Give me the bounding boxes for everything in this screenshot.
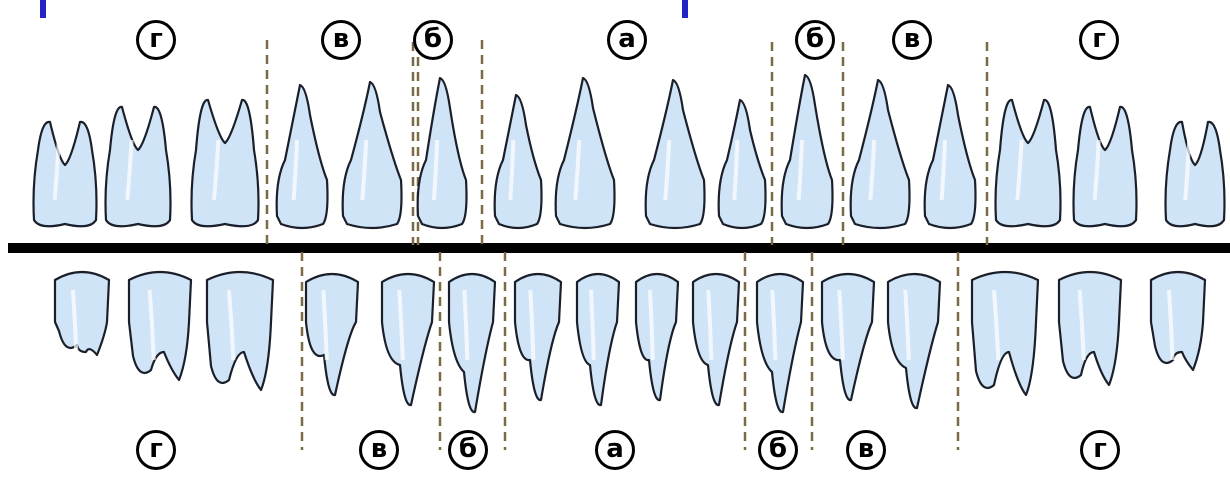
lower-premolar-tooth	[306, 274, 358, 395]
bottom-label-v-right: в	[846, 430, 886, 470]
upper-canine-tooth	[418, 78, 467, 228]
upper-molar-tooth	[34, 122, 97, 226]
lower-canine-tooth	[449, 274, 495, 412]
upper-premolar-tooth	[925, 85, 976, 228]
lower-molar-tooth	[1059, 272, 1121, 385]
upper-canine-tooth	[782, 75, 833, 228]
lower-molar-tooth	[1151, 272, 1205, 370]
jaw-baseline	[8, 243, 1230, 253]
lower-incisor-tooth	[636, 274, 678, 400]
top-label-g-right: г	[1079, 20, 1119, 60]
lower-teeth-row	[55, 272, 1205, 412]
upper-incisor-tooth	[495, 95, 542, 228]
upper-premolar-tooth	[851, 80, 910, 228]
header-bar-left	[40, 0, 46, 18]
lower-incisor-tooth	[515, 274, 561, 400]
lower-premolar-tooth	[888, 274, 940, 408]
top-label-v-right: в	[892, 20, 932, 60]
upper-incisor-tooth	[719, 100, 766, 228]
lower-molar-tooth	[207, 272, 273, 390]
upper-incisor-tooth	[556, 78, 615, 228]
bottom-label-g-left: г	[136, 430, 176, 470]
bottom-label-b-left: б	[448, 430, 488, 470]
bottom-label-b-right: б	[758, 430, 798, 470]
top-label-b-right: б	[795, 20, 835, 60]
upper-molar-tooth	[996, 100, 1061, 226]
upper-molar-tooth	[106, 107, 171, 226]
top-label-b-left: б	[413, 20, 453, 60]
bottom-label-v-left: в	[359, 430, 399, 470]
upper-molar-tooth	[192, 100, 259, 226]
header-bar-right	[682, 0, 688, 18]
bottom-label-a: а	[595, 430, 635, 470]
lower-premolar-tooth	[822, 274, 874, 400]
lower-molar-tooth	[972, 272, 1038, 395]
upper-premolar-tooth	[277, 85, 328, 228]
top-label-a: а	[607, 20, 647, 60]
top-label-v-left: в	[321, 20, 361, 60]
bottom-label-g-right: г	[1080, 430, 1120, 470]
lower-molar-tooth	[55, 272, 109, 355]
lower-incisor-tooth	[693, 274, 739, 405]
upper-incisor-tooth	[646, 80, 705, 228]
upper-molar-tooth	[1074, 107, 1137, 226]
lower-canine-tooth	[757, 274, 803, 412]
lower-molar-tooth	[129, 272, 191, 380]
lower-incisor-tooth	[577, 274, 619, 405]
upper-molar-tooth	[1166, 122, 1225, 226]
top-label-g-left: г	[136, 20, 176, 60]
upper-teeth-row	[34, 75, 1225, 228]
lower-premolar-tooth	[382, 274, 434, 405]
upper-premolar-tooth	[343, 82, 402, 228]
